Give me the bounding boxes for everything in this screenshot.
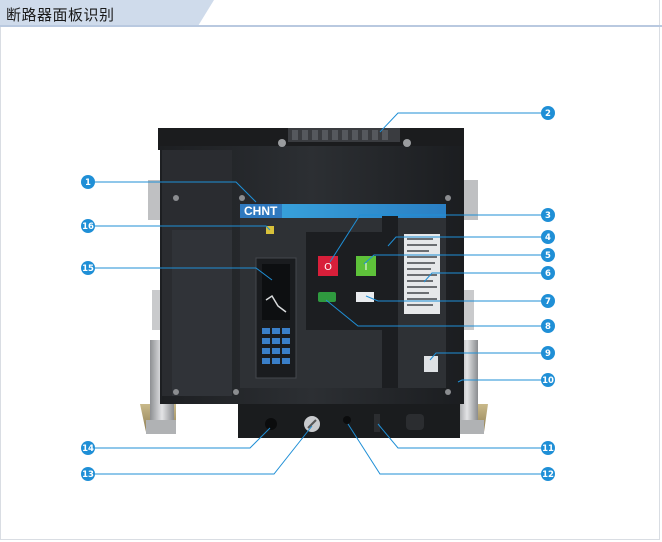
button-area: O I <box>306 232 382 330</box>
unlock-button[interactable] <box>406 414 424 430</box>
callout-8: 8 <box>541 319 555 333</box>
brand-logo: CHNT <box>244 204 278 218</box>
off-button-label: O <box>324 262 332 273</box>
energy-storage-handle[interactable] <box>382 216 398 388</box>
callout-14: 14 <box>81 441 95 455</box>
svg-text:1: 1 <box>85 178 91 188</box>
svg-text:3: 3 <box>545 211 551 221</box>
callout-7: 7 <box>541 294 555 308</box>
padlock-hole[interactable] <box>265 418 277 430</box>
callout-16: 16 <box>81 219 95 233</box>
callouts: 1 2 3 4 5 6 7 8 9 10 11 12 13 14 15 16 <box>81 106 555 481</box>
page-title: 断路器面板识别 <box>6 6 115 24</box>
qr-code-label <box>424 356 438 372</box>
energy-storage-indicator <box>356 292 374 302</box>
callout-6: 6 <box>541 266 555 280</box>
svg-text:4: 4 <box>545 233 551 243</box>
svg-text:7: 7 <box>545 297 551 307</box>
callout-12: 12 <box>541 467 555 481</box>
brand-band: CHNT <box>240 204 446 218</box>
header-background <box>0 0 662 27</box>
svg-text:9: 9 <box>545 349 551 359</box>
callout-5: 5 <box>541 248 555 262</box>
svg-text:16: 16 <box>82 222 94 232</box>
callout-3: 3 <box>541 208 555 222</box>
svg-text:13: 13 <box>82 470 94 480</box>
svg-text:5: 5 <box>545 251 551 261</box>
on-button[interactable] <box>356 256 376 276</box>
on-button-label: I <box>365 262 368 273</box>
drawer-panel <box>238 404 460 438</box>
position-indicator <box>343 416 351 424</box>
svg-text:6: 6 <box>545 269 551 279</box>
header-bar: 断路器面板识别 <box>0 0 662 28</box>
off-button[interactable] <box>318 256 338 276</box>
svg-text:10: 10 <box>542 376 554 386</box>
callout-9: 9 <box>541 346 555 360</box>
callout-2: 2 <box>541 106 555 120</box>
svg-text:11: 11 <box>542 444 554 454</box>
svg-text:8: 8 <box>545 322 551 332</box>
svg-text:15: 15 <box>82 264 94 274</box>
callout-11: 11 <box>541 441 555 455</box>
leader-lines <box>88 112 548 475</box>
intelligent-controller <box>255 226 297 379</box>
svg-text:2: 2 <box>545 109 551 119</box>
callout-1: 1 <box>81 175 95 189</box>
callout-10: 10 <box>541 373 555 387</box>
svg-text:14: 14 <box>82 444 94 454</box>
on-off-indicator <box>318 292 336 302</box>
callout-13: 13 <box>81 467 95 481</box>
callout-15: 15 <box>81 261 95 275</box>
svg-text:12: 12 <box>542 470 554 480</box>
callout-4: 4 <box>541 230 555 244</box>
nameplate <box>404 234 440 314</box>
